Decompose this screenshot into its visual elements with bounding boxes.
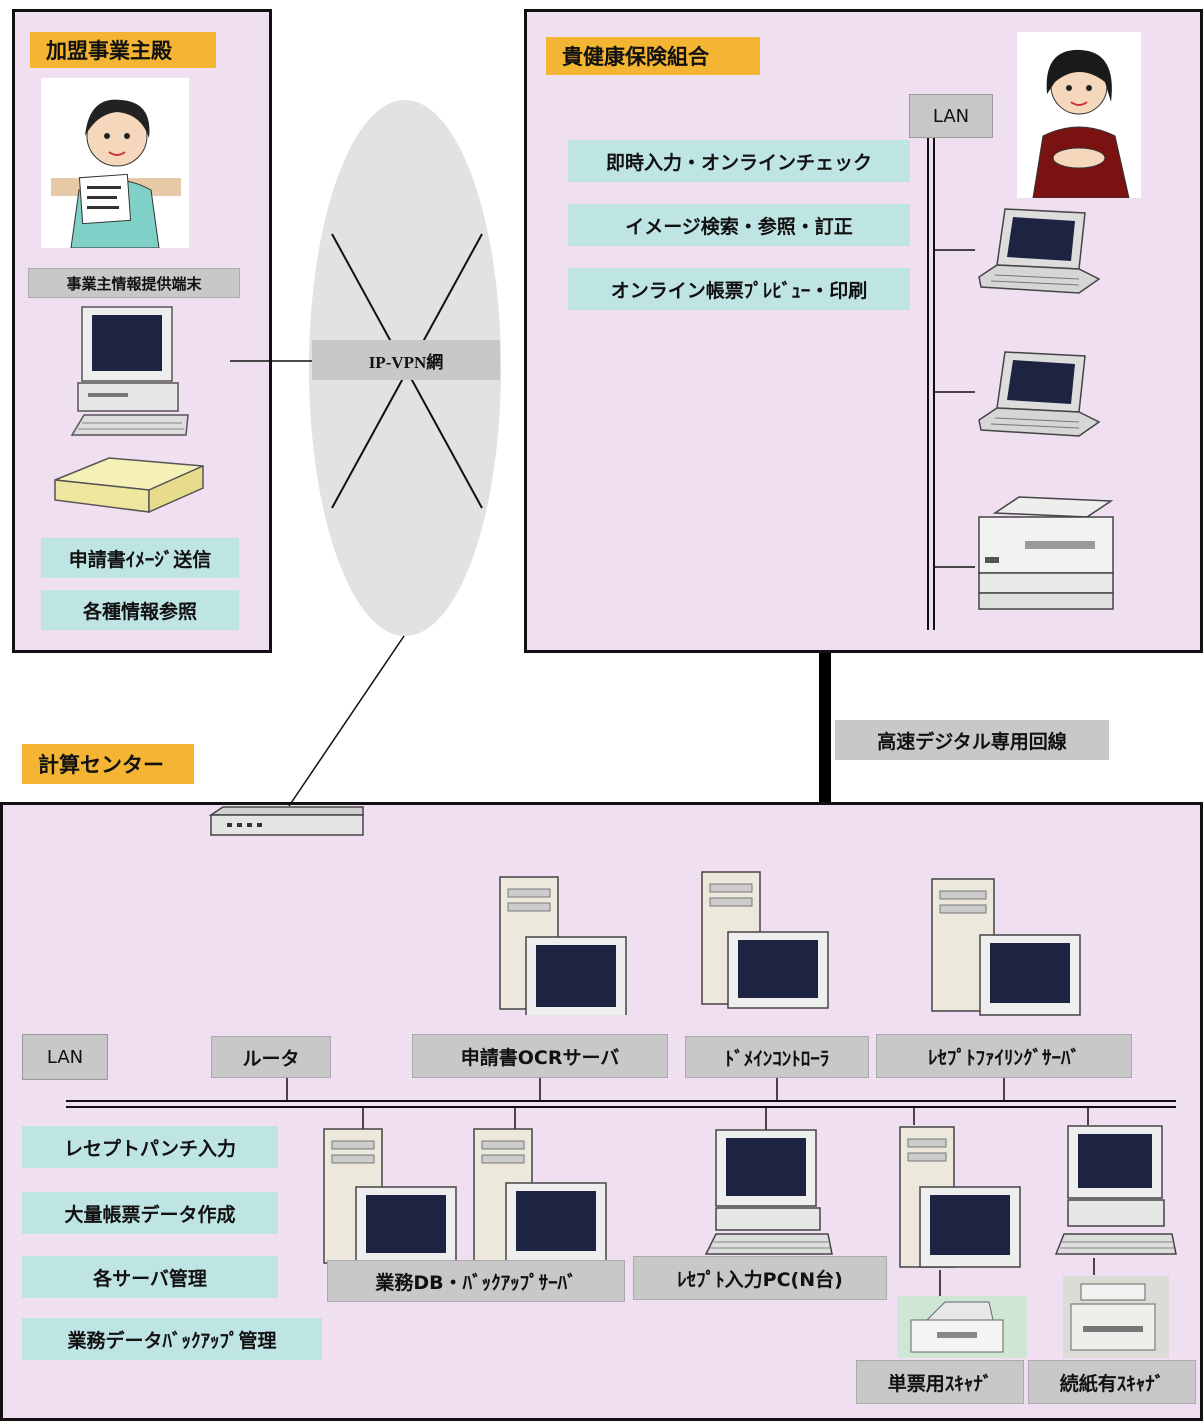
flatbed-scanner-icon bbox=[54, 457, 204, 514]
ocr-server-label: 申請書OCRサーバ bbox=[412, 1034, 668, 1078]
router-icon bbox=[208, 806, 364, 836]
input-pc-icon bbox=[704, 1129, 833, 1255]
center-function-3: 業務データﾊﾞｯｸｱｯﾌﾟ管理 bbox=[22, 1318, 322, 1360]
db-backup-server-label: 業務DB・ﾊﾞｯｸｱｯﾌﾟｻｰﾊﾞ bbox=[327, 1260, 625, 1302]
insurer-title: 貴健康保険組合 bbox=[546, 37, 760, 75]
continuous-scanner-label: 続紙有ｽｷｬﾅﾞ bbox=[1028, 1360, 1196, 1404]
server-tower-icon bbox=[701, 871, 829, 1009]
center-function-1: 大量帳票データ作成 bbox=[22, 1192, 278, 1234]
insurer-lan-label: LAN bbox=[909, 94, 993, 138]
center-title: 計算センター bbox=[22, 744, 194, 784]
printer-icon bbox=[978, 496, 1114, 610]
dedicated-line-label: 高速デジタル専用回線 bbox=[835, 720, 1109, 760]
ip-vpn-label: IP-VPN網 bbox=[312, 340, 500, 380]
insurer-staff-icon bbox=[1017, 32, 1141, 198]
input-pc-label: ﾚｾﾌﾟﾄ入力PC(N台) bbox=[633, 1256, 887, 1300]
member-terminal-label: 事業主情報提供端末 bbox=[28, 268, 240, 298]
member-title: 加盟事業主殿 bbox=[30, 32, 216, 68]
insurer-function-1: イメージ検索・参照・訂正 bbox=[568, 204, 910, 246]
member-function-1: 各種情報参照 bbox=[41, 590, 239, 630]
desktop-pc-icon bbox=[1054, 1125, 1177, 1255]
server-tower-icon bbox=[931, 878, 1081, 1016]
server-tower-icon bbox=[899, 1126, 1021, 1268]
laptop-icon bbox=[978, 351, 1101, 437]
domain-controller-label: ﾄﾞﾒｲﾝｺﾝﾄﾛｰﾗ bbox=[685, 1036, 869, 1078]
center-function-0: レセプトパンチ入力 bbox=[22, 1126, 278, 1168]
router-label: ルータ bbox=[211, 1036, 331, 1078]
server-tower-icon bbox=[323, 1128, 457, 1264]
center-lan-label: LAN bbox=[22, 1034, 108, 1080]
server-tower-icon bbox=[499, 876, 627, 1015]
single-sheet-scanner-label: 単票用ｽｷｬﾅﾞ bbox=[856, 1360, 1024, 1404]
desktop-pc-icon bbox=[70, 306, 189, 436]
filing-server-label: ﾚｾﾌﾟﾄﾌｧｲﾘﾝｸﾞｻｰﾊﾞ bbox=[876, 1034, 1132, 1078]
dedicated-line bbox=[819, 653, 831, 802]
insurer-function-2: オンライン帳票ﾌﾟﾚﾋﾞｭｰ・印刷 bbox=[568, 268, 910, 310]
server-tower-icon bbox=[473, 1128, 607, 1264]
continuous-scanner-icon bbox=[1063, 1276, 1169, 1358]
center-function-2: 各サーバ管理 bbox=[22, 1256, 278, 1298]
member-function-0: 申請書ｲﾒｰｼﾞ送信 bbox=[41, 538, 239, 578]
laptop-icon bbox=[978, 208, 1101, 294]
insurer-function-0: 即時入力・オンラインチェック bbox=[568, 140, 910, 182]
staff-woman-icon bbox=[41, 78, 189, 248]
single-sheet-scanner-icon bbox=[897, 1296, 1027, 1358]
